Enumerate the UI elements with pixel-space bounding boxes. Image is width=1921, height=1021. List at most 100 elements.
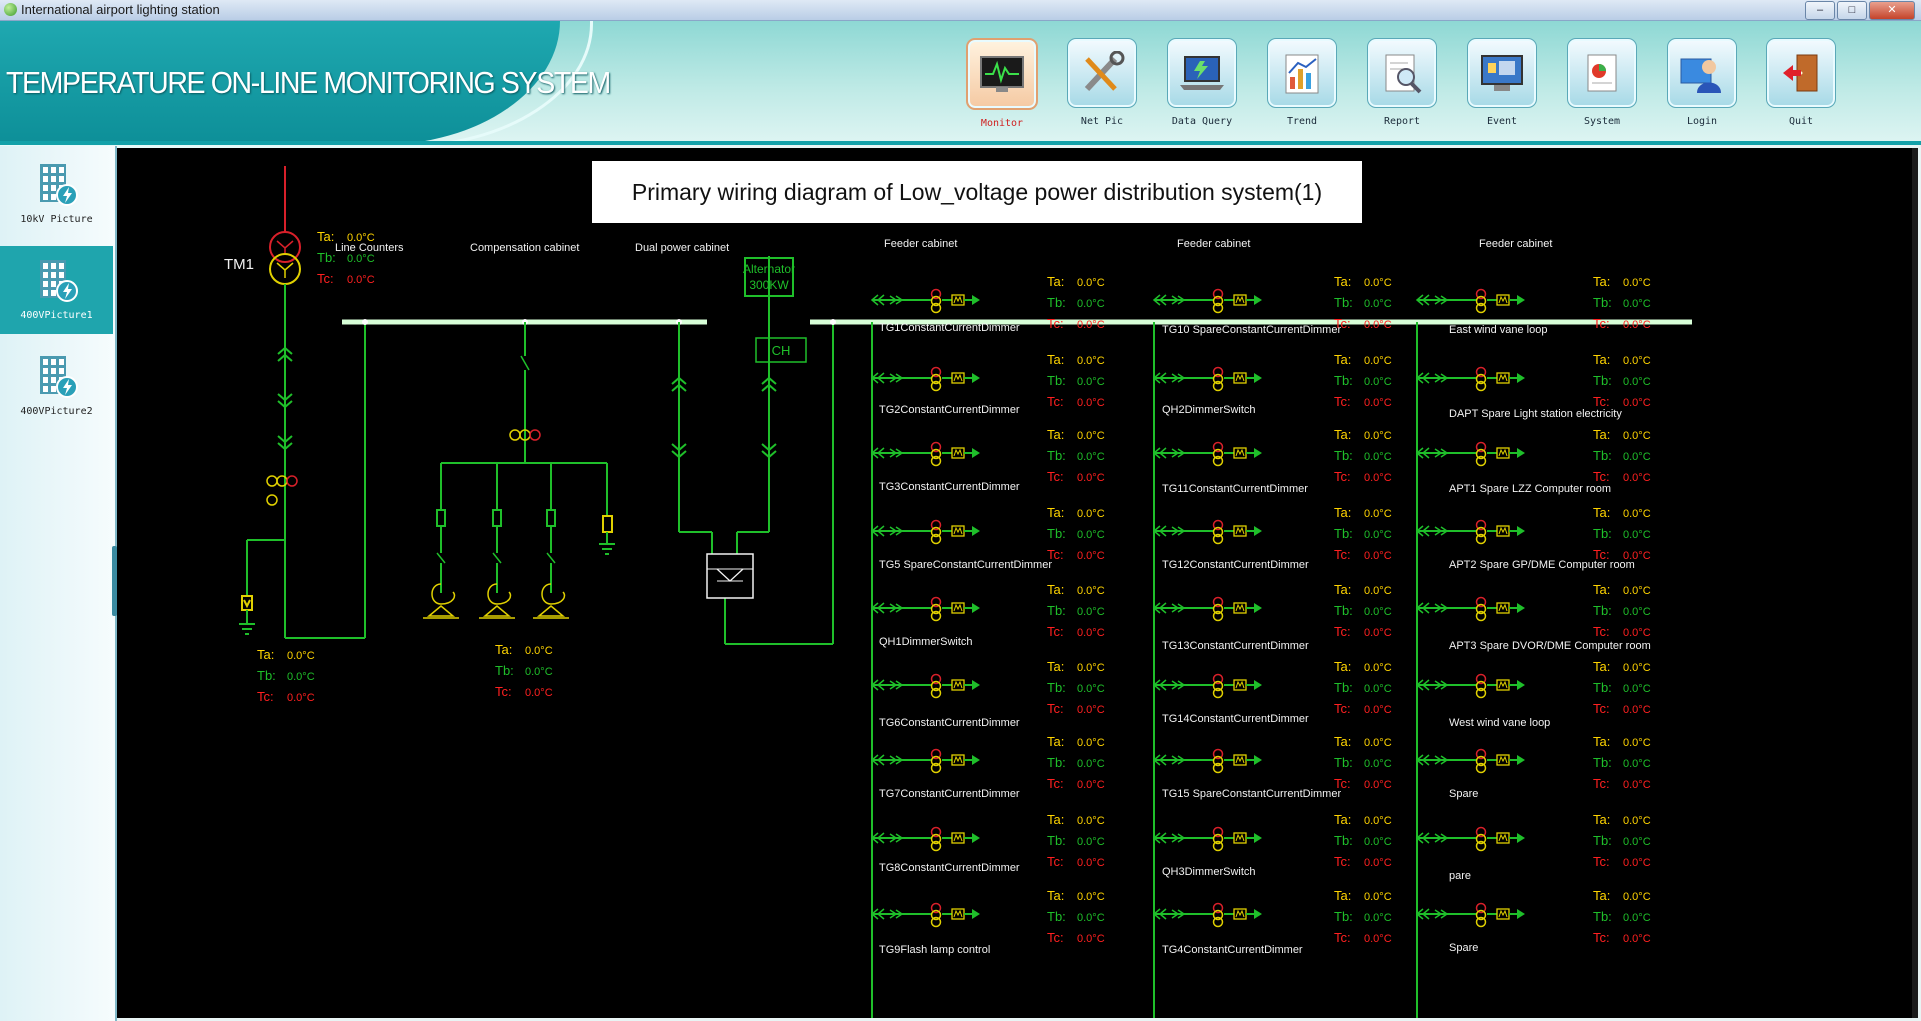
feeder-label: West wind vane loop (1449, 717, 1551, 729)
sidebar-item-400vpicture2[interactable]: 400VPicture2 (0, 342, 113, 430)
feeder-branch[interactable] (1152, 596, 1262, 622)
feeder-branch[interactable] (1415, 673, 1525, 699)
nav-button-monitor[interactable]: Monitor (966, 38, 1038, 129)
temp-key: Tb: (1334, 526, 1353, 541)
temp-value: 0.0°C (1623, 933, 1651, 945)
temp-value: 0.0°C (1364, 737, 1392, 749)
nav-button-label: Quit (1788, 116, 1814, 127)
feeder-label: East wind vane loop (1449, 324, 1548, 336)
temp-value: 0.0°C (1623, 550, 1651, 562)
nav-button-data-query[interactable]: Data Query (1166, 38, 1238, 127)
minimize-button[interactable]: – (1805, 1, 1835, 20)
nav-button-net-pic[interactable]: Net Pic (1066, 38, 1138, 127)
temp-key: Ta: (1593, 352, 1611, 367)
feeder-branch[interactable] (870, 902, 980, 928)
feeder-branch[interactable] (1415, 748, 1525, 774)
feeder-branch[interactable] (1152, 366, 1262, 392)
temp-key: Ta: (495, 642, 513, 657)
feeder-branch[interactable] (1152, 902, 1262, 928)
temp-value: 0.0°C (287, 650, 315, 662)
sidebar-item-10kv-picture[interactable]: 10kV Picture (0, 150, 113, 238)
feeder-branch[interactable] (1415, 288, 1525, 314)
sidebar-item-400vpicture1[interactable]: 400VPicture1 (0, 246, 113, 334)
nav-button-system[interactable]: System (1566, 38, 1638, 127)
alternator-box[interactable] (744, 257, 794, 297)
transformer-tm1[interactable] (269, 166, 301, 285)
temp-value: 0.0°C (1623, 298, 1651, 310)
feeder-label: APT3 Spare DVOR/DME Computer room (1449, 640, 1651, 652)
temp-key: Tc: (257, 689, 274, 704)
temp-key: Ta: (1593, 505, 1611, 520)
nav-button-event[interactable]: Event (1466, 38, 1538, 127)
feeder-branch[interactable] (1152, 826, 1262, 852)
feeder-label: TG2ConstantCurrentDimmer (879, 404, 1020, 416)
feeder-branch[interactable] (1152, 441, 1262, 467)
temp-key: Tc: (1593, 854, 1610, 869)
nav-button-login[interactable]: Login (1666, 38, 1738, 127)
feeder-branch[interactable] (1152, 288, 1262, 314)
temp-key: Tb: (1593, 373, 1612, 388)
feeder-branch[interactable] (1415, 596, 1525, 622)
feeder-branch[interactable] (1415, 519, 1525, 545)
feeder-branch[interactable] (870, 366, 980, 392)
temp-value: 0.0°C (1364, 298, 1392, 310)
nav-button-trend[interactable]: Trend (1266, 38, 1338, 127)
ct-symbol-compensation (509, 429, 541, 441)
feeder-label: QH3DimmerSwitch (1162, 866, 1256, 878)
user-login-icon (1667, 38, 1737, 108)
feeder-branch[interactable] (870, 826, 980, 852)
feeder-branch[interactable] (870, 596, 980, 622)
temp-key: Tb: (1334, 833, 1353, 848)
temp-value: 0.0°C (1364, 779, 1392, 791)
feeder-branch[interactable] (870, 673, 980, 699)
temp-key: Ta: (1334, 274, 1352, 289)
app-title: TEMPERATURE ON-LINE MONITORING SYSTEM (6, 65, 611, 100)
ats-switch[interactable] (706, 553, 754, 599)
nav-button-report[interactable]: Report (1366, 38, 1438, 127)
feeder-branch[interactable] (1415, 366, 1525, 392)
temp-key: Tb: (1334, 448, 1353, 463)
temp-key: Tc: (1334, 624, 1351, 639)
temp-key: Ta: (1334, 427, 1352, 442)
close-button[interactable]: ✕ (1869, 1, 1915, 20)
temp-key: Tb: (1593, 526, 1612, 541)
temp-key: Ta: (1593, 888, 1611, 903)
temp-key: Tc: (1047, 394, 1064, 409)
feeder-branch[interactable] (870, 441, 980, 467)
sidebar-collapse-handle[interactable] (112, 546, 117, 616)
temp-value: 0.0°C (347, 232, 375, 244)
feeder-branch[interactable] (1152, 748, 1262, 774)
temp-value: 0.0°C (1623, 912, 1651, 924)
feeder-branch[interactable] (1415, 441, 1525, 467)
ch-box[interactable] (755, 337, 807, 363)
temp-value: 0.0°C (1077, 857, 1105, 869)
feeder-branch[interactable] (870, 288, 980, 314)
temp-key: Tb: (1593, 680, 1612, 695)
sidebar-item-label: 10kV Picture (20, 214, 93, 225)
feeder-branch[interactable] (1415, 826, 1525, 852)
feeder-branch[interactable] (1152, 673, 1262, 699)
feeder-branch[interactable] (870, 748, 980, 774)
feeder-branch[interactable] (1152, 519, 1262, 545)
temp-value: 0.0°C (1077, 891, 1105, 903)
feeder-branch[interactable] (870, 519, 980, 545)
temp-value: 0.0°C (347, 253, 375, 265)
temp-value: 0.0°C (1077, 737, 1105, 749)
feeder-label: TG6ConstantCurrentDimmer (879, 717, 1020, 729)
feeder-branch[interactable] (1415, 902, 1525, 928)
vertical-scrollbar[interactable] (1912, 148, 1918, 1018)
temp-value: 0.0°C (1077, 550, 1105, 562)
temp-key: Tb: (1047, 909, 1066, 924)
maximize-button[interactable]: □ (1837, 1, 1867, 20)
nav-button-quit[interactable]: Quit (1765, 38, 1837, 127)
temp-value: 0.0°C (1364, 933, 1392, 945)
